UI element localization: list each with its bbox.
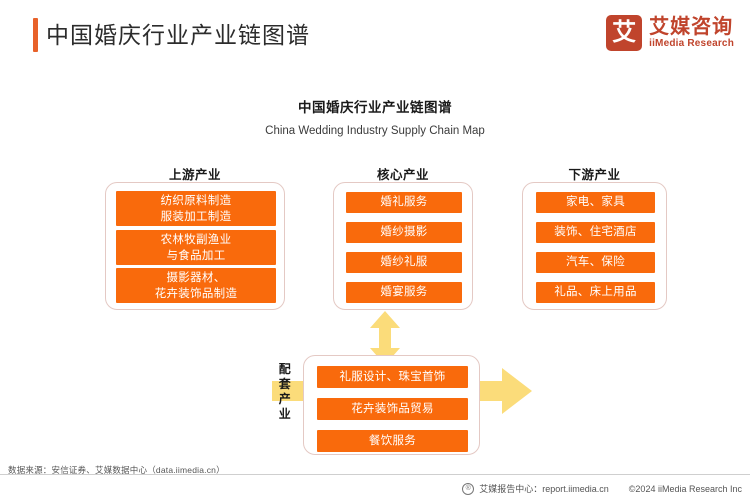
core-group-box: 婚礼服务 婚纱摄影 婚纱礼服 婚宴服务	[333, 182, 473, 310]
core-heading: 核心产业	[376, 168, 429, 182]
arrow-supporting-core-double-icon	[370, 311, 400, 365]
brand-name-cn: 艾媒咨询	[649, 15, 734, 38]
upstream-group-box: 纺织原料制造 服装加工制造 农林牧副渔业 与食品加工 摄影器材、 花卉装饰品制造	[105, 182, 285, 310]
downstream-item-2[interactable]: 汽车、保险	[536, 252, 655, 273]
chart-title-en: China Wedding Industry Supply Chain Map	[265, 125, 485, 137]
brand-text: 艾媒咨询 iiMedia Research	[649, 15, 734, 50]
brand-logo: 艾 艾媒咨询 iiMedia Research	[606, 15, 734, 51]
upstream-item-2-line1: 摄影器材、	[166, 271, 226, 284]
supply-chain-diagram: 上游产业 纺织原料制造 服装加工制造 农林牧副渔业 与食品加工 摄影器材、 花卉…	[0, 150, 750, 460]
supporting-heading-char-2: 产	[278, 392, 292, 406]
core-item-1[interactable]: 婚纱摄影	[346, 222, 462, 243]
supporting-item-1[interactable]: 花卉装饰品贸易	[317, 398, 468, 420]
upstream-item-1[interactable]: 农林牧副渔业 与食品加工	[116, 230, 276, 265]
iimedia-logo-icon: 艾	[606, 15, 643, 51]
upstream-item-2-line2: 花卉装饰品制造	[154, 287, 238, 300]
brand-name-en: iiMedia Research	[649, 37, 734, 49]
supporting-heading-char-3: 业	[278, 407, 292, 421]
upstream-item-0[interactable]: 纺织原料制造 服装加工制造	[116, 191, 276, 226]
arrow-core-to-downstream-icon	[462, 368, 532, 414]
supporting-heading-char-1: 套	[278, 377, 292, 391]
downstream-item-1[interactable]: 装饰、住宅酒店	[536, 222, 655, 243]
downstream-heading: 下游产业	[568, 168, 621, 182]
downstream-item-0[interactable]: 家电、家具	[536, 192, 655, 213]
supporting-heading: 配 套 产 业	[277, 362, 293, 422]
supporting-heading-char-0: 配	[278, 362, 292, 376]
core-item-0[interactable]: 婚礼服务	[346, 192, 462, 213]
supporting-group-box: 礼服设计、珠宝首饰 花卉装饰品贸易 餐饮服务	[303, 355, 480, 455]
chart-title-cn: 中国婚庆行业产业链图谱	[298, 100, 452, 115]
downstream-item-3[interactable]: 礼品、床上用品	[536, 282, 655, 303]
downstream-group-box: 家电、家具 装饰、住宅酒店 汽车、保险 礼品、床上用品	[522, 182, 667, 310]
upstream-item-0-line1: 纺织原料制造	[160, 194, 232, 207]
title-accent-bar	[33, 18, 38, 52]
upstream-item-1-line2: 与食品加工	[166, 249, 226, 262]
upstream-heading: 上游产业	[168, 168, 221, 182]
upstream-item-0-line2: 服装加工制造	[160, 210, 232, 223]
report-center-icon: ®	[462, 482, 475, 495]
upstream-item-2[interactable]: 摄影器材、 花卉装饰品制造	[116, 268, 276, 303]
page-title: 中国婚庆行业产业链图谱	[46, 22, 310, 48]
footer-copyright: ©2024 iiMedia Research Inc	[628, 483, 742, 494]
core-item-3[interactable]: 婚宴服务	[346, 282, 462, 303]
supporting-item-0[interactable]: 礼服设计、珠宝首饰	[317, 366, 468, 388]
footer-report-center: 艾媒报告中心：report.iimedia.cn	[479, 484, 609, 494]
footer-divider	[0, 474, 750, 475]
footer-source: 数据来源：安信证券、艾媒数据中心（data.iimedia.cn）	[8, 465, 225, 475]
supporting-item-2[interactable]: 餐饮服务	[317, 430, 468, 452]
core-item-2[interactable]: 婚纱礼服	[346, 252, 462, 273]
upstream-item-1-line1: 农林牧副渔业	[160, 233, 232, 246]
page-header: 中国婚庆行业产业链图谱 艾 艾媒咨询 iiMedia Research	[0, 0, 750, 68]
footer-right: ® 艾媒报告中心：report.iimedia.cn ©2024 iiMedia…	[462, 482, 742, 495]
